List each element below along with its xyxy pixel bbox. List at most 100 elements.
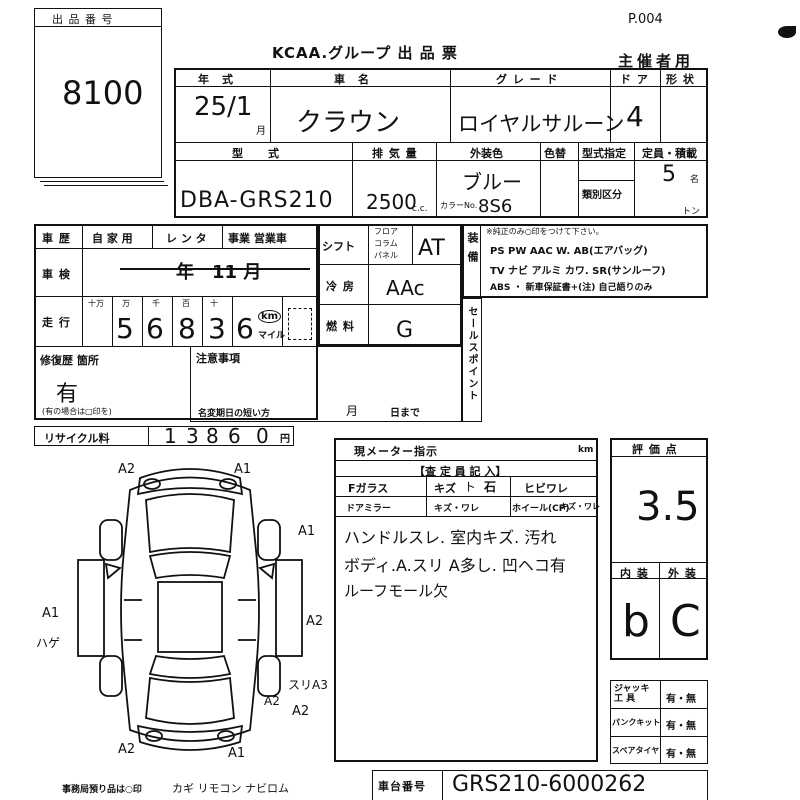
expiry-day: 日まで [390,408,420,419]
glass-mid-2: 石 [484,480,497,494]
damage-mark-11: A1 [228,746,246,761]
shift-opt-column[interactable]: コラム [374,239,398,248]
glass-crack[interactable]: ヒビワレ [524,482,568,495]
chassis-frame [372,770,708,800]
mileage-digit-2: 6 [146,312,164,345]
items-list: カギ リモコン ナビロム [172,782,289,795]
digit-label-100k: 十万 [88,299,104,308]
host-label: 主催者用 [618,52,695,70]
mileage-digit-4: 3 [208,312,226,345]
history-frame [34,224,318,420]
grade-value: ロイヤルサルーン [458,112,625,136]
expiry-label: 名変期日の短い方 [198,409,271,419]
meter-unit: km [578,445,594,455]
year-unit: 月 [256,126,266,137]
type-cert-label: 型式指定 [582,147,626,160]
displacement-label: 排 気 量 [372,147,418,160]
mileage-label: 走 行 [42,316,71,329]
damage-mark-8: スリA3 [288,678,328,692]
recycle-unit: 円 [280,434,290,445]
inspection-value: 年 11 月 [176,262,262,283]
notes-frame [190,346,462,422]
color-label: 外装色 [470,147,503,160]
jack-opts[interactable]: 有・無 [666,694,696,705]
wheel-opts[interactable]: キズ・ワレ [560,502,600,511]
fuel-label: 燃 料 [326,320,355,333]
meter-label: 現メーター指示 [354,445,438,458]
equipment-label: 装 備 [466,232,479,264]
form-title: KCAA.グループ 出 品 票 [272,44,458,62]
mileage-digit-3: 8 [178,312,196,345]
damage-mark-10: A2 [118,742,136,757]
shift-opt-panel[interactable]: パネル [374,251,398,260]
door-label: ド ア [620,73,649,86]
year-label: 年 式 [198,73,234,86]
recycle-label: リサイクル料 [44,432,110,445]
drive-frame [318,224,462,346]
lot-number: 8100 [62,74,144,112]
glass-value[interactable]: キズ [434,482,456,495]
interior-label: 内 装 [620,567,649,580]
color-no-label: カラーNo. [440,201,478,210]
recycle-digit-2: 3 [186,424,199,448]
displacement-value: 2500 [366,190,417,214]
digit-label-1k: 千 [152,299,160,308]
history-opt-business[interactable]: 事業 営業車 [228,232,287,245]
damage-mark-7: A2 [292,704,310,719]
km-label[interactable]: km [258,310,282,323]
equipment-line-2[interactable]: TV ナビ アルミ カワ. SR(サンルーフ) [490,266,666,277]
chassis-label: 車台番号 [378,780,426,793]
recycle-digit-1: 1 [164,424,177,448]
mirror-label: ドアミラー [346,504,391,514]
remark-line-1: ハンドルスレ. 室内キズ. 汚れ [344,528,557,547]
equipment-line-1[interactable]: PS PW AAC W. AB(エアバッグ) [490,246,648,257]
history-label: 車 歴 [42,232,71,245]
repair-note: (有の場合は□印を) [42,407,112,416]
fuel-value: G [396,318,414,343]
shift-opt-floor[interactable]: フロア [374,227,398,236]
sale-point-label: セールスポイント [466,306,477,402]
equipment-frame [462,224,708,298]
interior-value: b [622,596,650,647]
color-no-value: 8S6 [478,196,513,217]
equipment-line-3[interactable]: ABS ・ 新車保証書+(注) 自己語りのみ [490,283,653,293]
score-label: 評 価 点 [632,443,678,456]
spare-opts[interactable]: 有・無 [666,749,696,760]
punk-label: パンクキット [612,718,661,727]
lot-box [34,8,162,178]
recycle-digit-4: 6 [228,424,241,448]
mirror-opts[interactable]: キズ・ワレ [434,504,480,514]
tools-frame [610,680,708,764]
shift-value: AT [418,236,445,261]
mileage-extra-box [288,308,312,340]
exterior-value: C [670,596,701,647]
score-value: 3.5 [636,484,700,530]
history-opt-rental[interactable]: レ ン タ [166,232,207,245]
exterior-label: 外 装 [668,567,697,580]
wheel-label: ホイール(CP) [512,504,570,514]
damage-mark-6: ハゲ [36,636,61,650]
shift-label: シフト [322,240,355,253]
year-value: 25/1 [194,92,253,122]
category-label: 類別区分 [582,190,622,201]
damage-mark-2: A1 [234,462,252,477]
digit-label-100: 百 [182,299,190,308]
damage-mark-3: A1 [298,524,316,539]
damage-mark-9: A2 [264,694,280,708]
digit-label-10: 十 [210,299,218,308]
recycle-digit-5: 0 [256,424,269,448]
notes-label: 注意事項 [196,352,240,365]
history-opt-private[interactable]: 自 家 用 [92,232,133,245]
ton-unit: トン [682,207,701,217]
meter-frame [334,438,598,762]
mileage-digit-1: 5 [116,312,134,345]
punk-opts[interactable]: 有・無 [666,721,696,732]
capacity-unit: 名 [690,175,700,185]
capacity-label: 定員・積載 [642,147,697,160]
ac-value: AAc [386,276,425,300]
glass-label: Fガラス [348,482,389,495]
shape-label: 形 状 [666,73,695,86]
mile-label[interactable]: マイル [258,331,286,341]
grade-label: グ レ ー ド [496,73,559,86]
glass-mid: ト [464,480,477,494]
